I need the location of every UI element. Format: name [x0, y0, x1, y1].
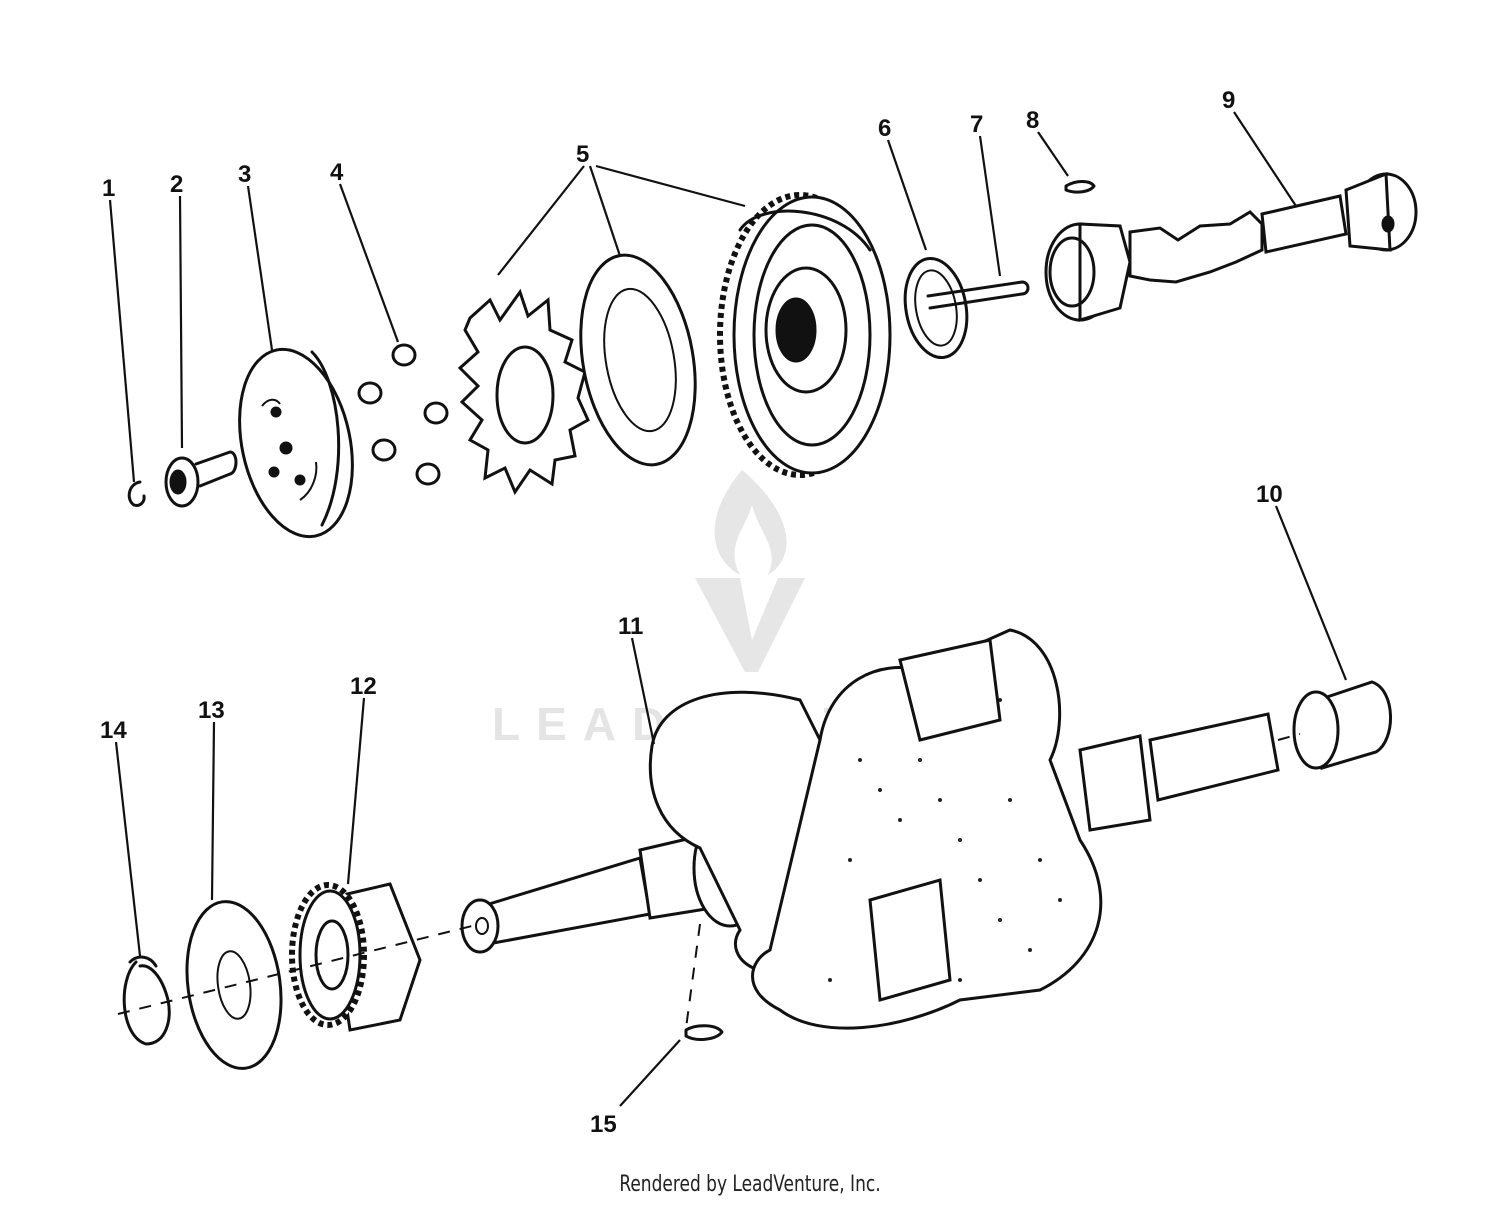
leader-2	[178, 195, 184, 449]
callout-5: 5	[576, 141, 589, 168]
leader-6	[886, 139, 928, 251]
callout-11: 11	[618, 613, 643, 640]
part-12-crank-gear	[289, 882, 422, 1032]
callout-7: 7	[970, 111, 983, 138]
leader-10	[1274, 505, 1348, 681]
callout-8: 8	[1026, 107, 1039, 134]
callout-10: 10	[1256, 481, 1283, 508]
part-11-crankshaft	[460, 628, 1280, 1030]
part-7-pin	[926, 280, 1030, 310]
leader-7	[978, 135, 1002, 277]
callout-14: 14	[100, 717, 127, 744]
callout-13: 13	[198, 697, 225, 724]
leader-5b	[588, 165, 622, 257]
leader-11	[630, 637, 656, 745]
watermark-flame-icon	[714, 470, 787, 575]
leader-1	[108, 199, 136, 483]
leader-5a	[497, 165, 585, 276]
leader-3	[246, 185, 274, 351]
leader-14	[114, 741, 142, 957]
callout-9: 9	[1222, 87, 1235, 114]
leader-12	[346, 697, 366, 885]
callout-1: 1	[102, 175, 115, 202]
leader-13	[210, 721, 216, 901]
part-5-washer	[579, 253, 697, 467]
part-1-retainer-ring	[127, 480, 146, 507]
footer-credit: Rendered by LeadVenture, Inc.	[619, 1172, 881, 1197]
part-3-plate	[238, 347, 354, 539]
leader-5c	[595, 164, 746, 208]
callout-3: 3	[238, 161, 251, 188]
callout-4: 4	[330, 159, 344, 186]
callout-12: 12	[350, 673, 377, 700]
leader-4	[338, 183, 400, 343]
watermark-v-icon	[695, 578, 805, 672]
callout-15: 15	[590, 1111, 617, 1138]
part-8-key	[1064, 180, 1096, 194]
part-4-balls	[357, 343, 449, 486]
leader-8	[1037, 131, 1069, 177]
callout-2: 2	[170, 171, 183, 198]
callout-labels: 1 2 3 4 5 6 7 8 9 10 11 12 13 14 15	[100, 87, 1283, 1138]
leader-lines	[108, 111, 1348, 1107]
part-9-camshaft	[1044, 171, 1418, 323]
part-15-key	[684, 1024, 724, 1041]
part-10-bushing	[1292, 680, 1392, 770]
part-14-retainer-ring	[122, 955, 171, 1046]
part-2-bolt	[164, 450, 238, 508]
leader-9	[1233, 111, 1297, 207]
leader-15	[619, 1039, 681, 1107]
callout-6: 6	[878, 115, 891, 142]
part-5-flyweight-spider	[457, 288, 590, 496]
assembly-centerlines	[117, 733, 1301, 1029]
part-5-cam-gear	[717, 192, 892, 478]
